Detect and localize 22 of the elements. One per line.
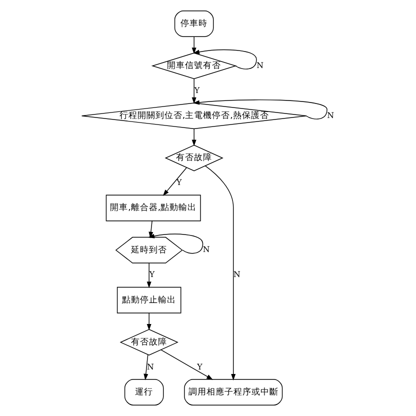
arrow — [160, 349, 214, 380]
node-box: 運行 — [124, 379, 164, 406]
arrow — [193, 100, 328, 120]
arrow — [148, 220, 154, 238]
arrow — [162, 167, 187, 196]
arrow — [193, 49, 257, 70]
arrow — [146, 262, 152, 288]
arrow — [192, 36, 196, 54]
arrow — [192, 78, 196, 104]
arrow — [204, 165, 236, 380]
node-box: 調用相應子程序或中斷 — [184, 379, 283, 406]
node-box: 停車時 — [174, 10, 214, 37]
arrow — [144, 354, 148, 380]
node-diamond: 行程開關到位否,主電機停否,熱保護否 — [81, 102, 307, 130]
node-diamond: 開車信號有否 — [151, 52, 237, 80]
node-diamond: 有否故障 — [164, 144, 224, 172]
node-box: 點動停止輸出 — [116, 286, 182, 314]
arrow — [192, 128, 196, 146]
arrow — [146, 312, 152, 330]
arrow — [148, 234, 204, 254]
node-diamond: 有否故障 — [120, 329, 178, 356]
node-box: 開車,離合器,點動輸出 — [106, 194, 201, 222]
